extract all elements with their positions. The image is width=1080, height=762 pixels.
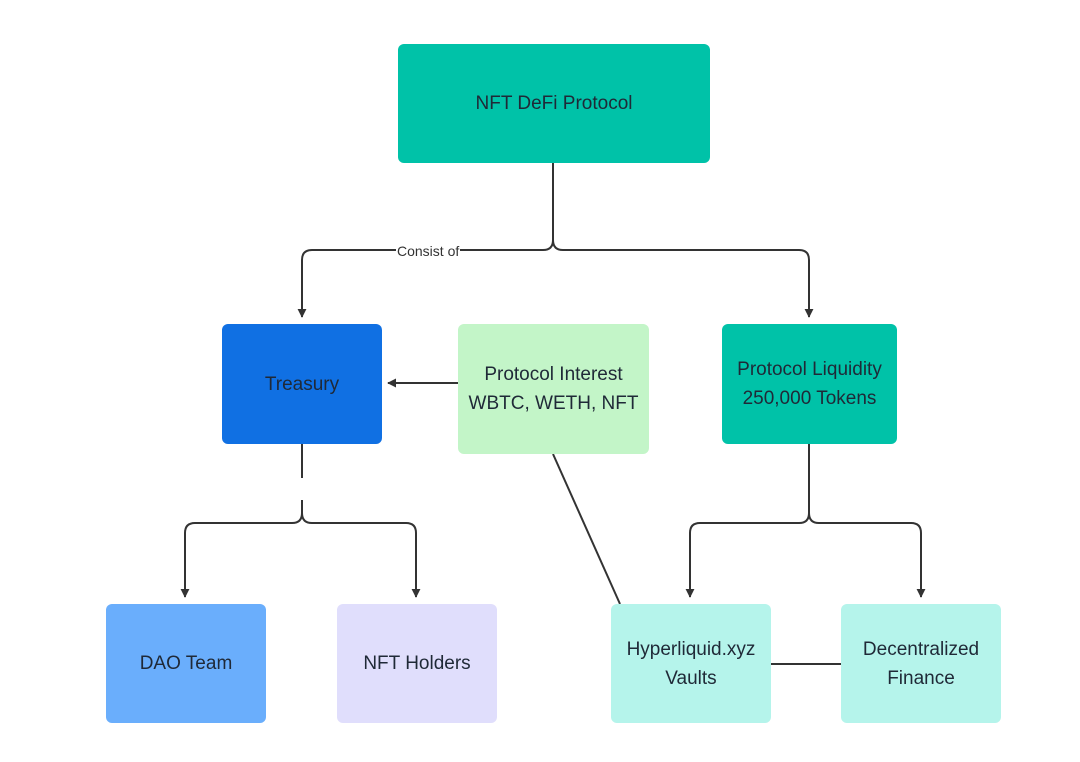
node-label-line: 250,000 Tokens [742,388,877,409]
node-label-line: Protocol Interest [484,364,623,385]
node-label-line: Hyperliquid.xyz [626,638,756,660]
node-treasury[interactable]: Treasury [222,324,382,444]
node-label-line: DAO Team [139,653,233,674]
node-label-line: Decentralized [862,638,980,660]
node-nft-holders[interactable]: NFT Holders [337,604,497,723]
edge-liquidity-defi [808,512,926,598]
edge-treasury-dao [180,500,303,598]
node-label: NFT Holders [363,649,470,678]
node-label: Treasury [265,370,339,399]
node-label-line: NFT Holders [363,653,471,674]
node-label-line: Vaults [665,667,717,689]
node-nft-defi-protocol[interactable]: NFT DeFi Protocol [398,44,710,163]
edge-treasury-holders [301,512,421,598]
node-label: DAO Team [140,649,233,678]
node-label-line: NFT DeFi Protocol [475,93,633,114]
node-dao-team[interactable]: DAO Team [106,604,266,723]
edge-protocol-treasury [297,163,554,318]
node-protocol-liquidity[interactable]: Protocol Liquidity 250,000 Tokens [722,324,897,444]
node-label: NFT DeFi Protocol [476,89,633,118]
edge-protocol-liquidity [552,239,814,318]
node-label-line: Protocol Liquidity [737,359,882,380]
edge-label-consist-of: Consist of [396,241,461,261]
node-label-line: WBTC, WETH, NFT [468,393,639,414]
edge-liquidity-vaults [685,444,810,598]
node-label-line: Treasury [264,373,340,395]
node-label: Protocol Liquidity 250,000 Tokens [737,355,882,413]
node-label-line: Finance [887,667,955,689]
edge-interest-vaults [552,453,621,605]
